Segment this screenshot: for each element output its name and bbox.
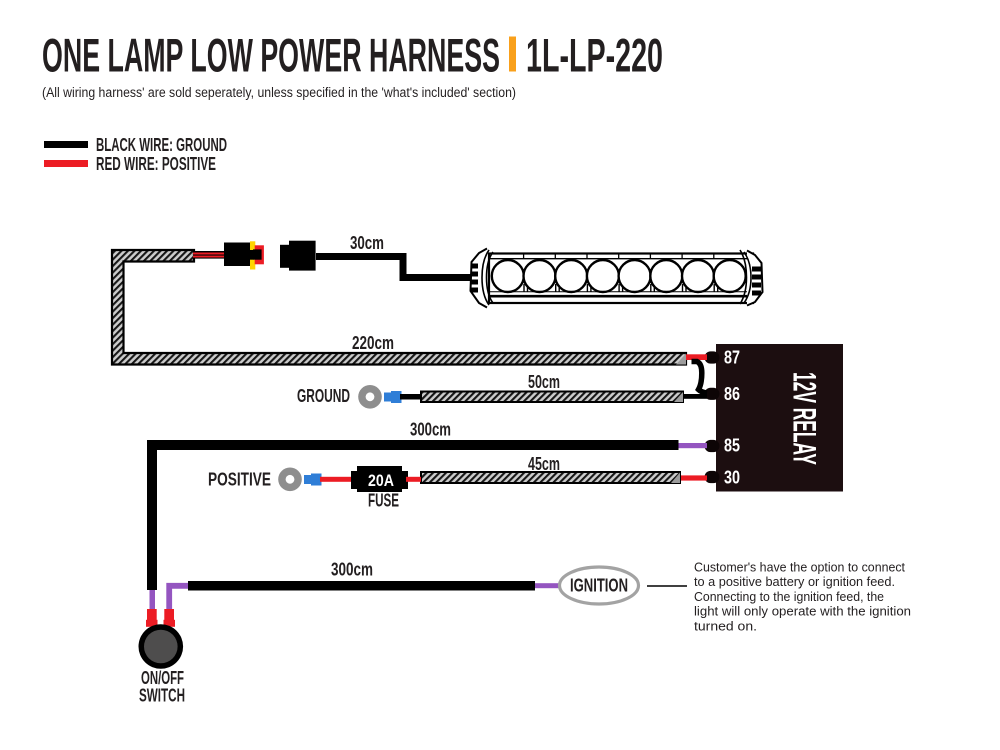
svg-text:12V RELAY: 12V RELAY <box>787 372 823 465</box>
svg-text:300cm: 300cm <box>410 420 451 440</box>
svg-text:ONE LAMP LOW POWER HARNESS: ONE LAMP LOW POWER HARNESS <box>42 30 500 83</box>
svg-text:86: 86 <box>724 384 740 404</box>
svg-text:50cm: 50cm <box>528 372 560 392</box>
svg-text:30: 30 <box>724 468 740 488</box>
svg-text:GROUND: GROUND <box>297 386 350 406</box>
svg-text:Connecting to the ignition fee: Connecting to the ignition feed, the <box>694 590 884 604</box>
svg-text:Customer's have the option to: Customer's have the option to connect <box>694 561 906 575</box>
svg-text:light will only operate with t: light will only operate with the ignitio… <box>694 605 911 619</box>
svg-text:SWITCH: SWITCH <box>139 686 185 706</box>
svg-text:ON/OFF: ON/OFF <box>141 668 184 688</box>
svg-text:IGNITION: IGNITION <box>570 576 628 596</box>
svg-text:to a positive battery or ignit: to a positive battery or ignition feed. <box>694 575 895 589</box>
svg-text:20A: 20A <box>368 472 394 490</box>
svg-text:85: 85 <box>724 436 740 456</box>
svg-text:87: 87 <box>724 348 740 368</box>
svg-text:(All wiring harness' are sold: (All wiring harness' are sold seperately… <box>42 85 516 100</box>
svg-text:45cm: 45cm <box>528 454 560 474</box>
svg-text:30cm: 30cm <box>350 233 384 253</box>
svg-text:1L-LP-220: 1L-LP-220 <box>526 30 663 83</box>
svg-text:turned on.: turned on. <box>694 619 757 633</box>
svg-text:BLACK WIRE: GROUND: BLACK WIRE: GROUND <box>96 135 227 155</box>
svg-text:RED WIRE: POSITIVE: RED WIRE: POSITIVE <box>96 154 216 174</box>
svg-text:220cm: 220cm <box>352 333 394 353</box>
svg-text:POSITIVE: POSITIVE <box>208 470 271 490</box>
svg-text:300cm: 300cm <box>331 560 373 580</box>
svg-text:FUSE: FUSE <box>368 491 399 511</box>
